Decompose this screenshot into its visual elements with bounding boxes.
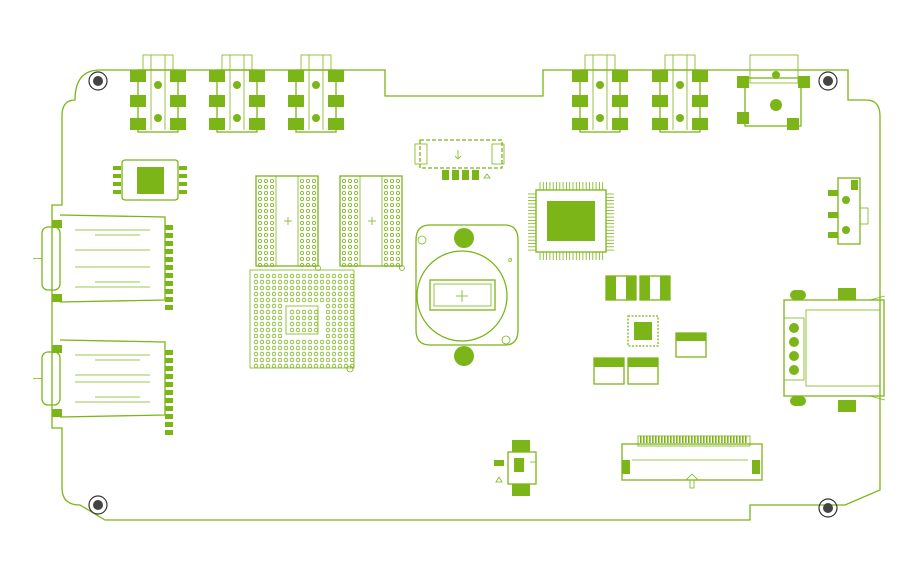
bga-processor xyxy=(249,269,355,373)
card-socket: ø xyxy=(415,224,519,366)
fpc-connector-bottom xyxy=(621,435,763,489)
fpc-connector-top xyxy=(414,139,505,180)
inductor-3 xyxy=(675,332,707,358)
svg-text:ø: ø xyxy=(508,256,513,264)
dc-power-jack xyxy=(737,54,810,130)
tactile-switch-bottom xyxy=(494,440,537,496)
audio-jack-2 xyxy=(209,54,265,133)
inductor-5 xyxy=(627,357,659,385)
memory-chip-2 xyxy=(339,175,405,271)
inductor-2 xyxy=(639,275,671,301)
right-side-connector xyxy=(783,288,886,412)
qfn-ic xyxy=(627,315,659,347)
audio-jack-5 xyxy=(652,54,708,133)
slide-switch-right xyxy=(828,177,869,245)
audio-jack-4 xyxy=(572,54,628,133)
mounting-hole-top-left xyxy=(88,71,108,91)
mounting-hole-top-right xyxy=(818,71,838,91)
qfp-ic xyxy=(528,182,614,260)
inductor-4 xyxy=(593,357,625,385)
audio-jack-3 xyxy=(288,54,344,133)
board-outline xyxy=(51,69,881,521)
inductor-1 xyxy=(605,275,637,301)
mounting-hole-bottom-right xyxy=(818,498,838,518)
ic-soic-top-left xyxy=(113,159,187,201)
usb-port-2 xyxy=(33,339,173,435)
mounting-hole-bottom-left xyxy=(88,495,108,515)
memory-chip-1 xyxy=(255,175,321,271)
audio-jack-1 xyxy=(130,54,186,133)
usb-port-1 xyxy=(33,214,173,310)
